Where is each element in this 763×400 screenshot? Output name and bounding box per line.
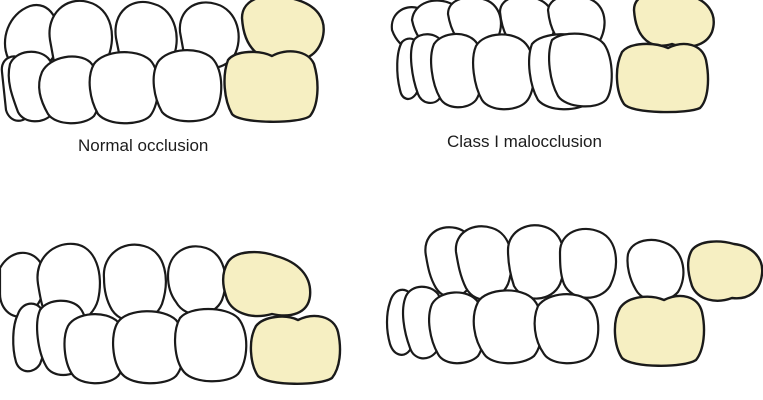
upper-tooth [168, 246, 225, 314]
lower-molar-highlighted [615, 296, 704, 366]
lower-molar-highlighted [251, 316, 340, 384]
upper-tooth [627, 240, 683, 301]
panel-bottom-right [382, 222, 763, 372]
teeth-drawing-bottom-right [382, 222, 763, 372]
upper-molar-highlighted [223, 252, 310, 316]
upper-tooth [104, 245, 166, 322]
lower-molar-highlighted [225, 51, 318, 121]
panel-bottom-left [0, 238, 350, 388]
lower-tooth [90, 52, 159, 123]
teeth-drawing-class-1 [382, 0, 722, 115]
caption-class-1-malocclusion: Class I malocclusion [447, 132, 602, 152]
teeth-drawing-bottom-left [0, 238, 350, 388]
upper-molar-highlighted [634, 0, 714, 47]
lower-molar-highlighted [617, 44, 708, 112]
caption-normal-occlusion: Normal occlusion [78, 136, 208, 156]
lower-tooth [474, 290, 543, 363]
panel-normal-occlusion [0, 0, 340, 125]
panel-class-1-malocclusion [382, 0, 722, 115]
teeth-drawing-normal [0, 0, 340, 125]
lower-tooth [535, 294, 599, 363]
lower-tooth [549, 34, 612, 107]
lower-tooth [473, 34, 534, 109]
lower-tooth [113, 311, 184, 383]
upper-tooth [560, 229, 616, 298]
upper-tooth [508, 225, 564, 298]
lower-tooth [175, 309, 246, 381]
lower-tooth [154, 50, 222, 121]
upper-molar-highlighted [688, 242, 762, 301]
